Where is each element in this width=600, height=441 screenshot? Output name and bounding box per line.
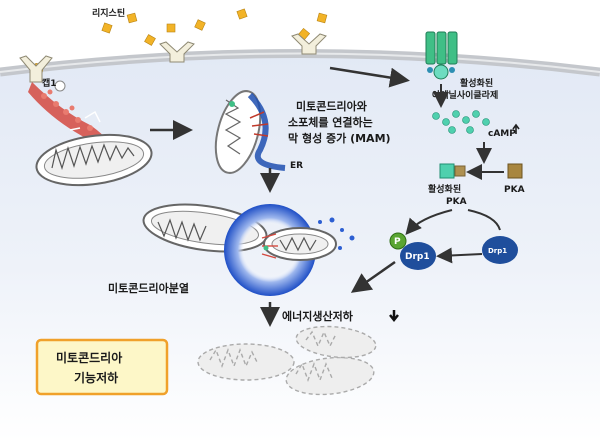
active-pka-line2: PKA — [446, 197, 467, 207]
result-line1: 미토콘드리아 — [56, 350, 122, 365]
camp-molecules — [432, 110, 490, 134]
phospho-label: P — [394, 237, 401, 247]
fission-label: 미토콘드리아분열 — [108, 281, 189, 295]
receptor-left — [19, 55, 53, 83]
faded-mitochondria — [197, 325, 377, 396]
drp1-unphosphorylated — [482, 236, 518, 264]
er-label: ER — [290, 161, 303, 171]
receptor-mid2 — [291, 33, 327, 55]
active-pka-line1: 활성화된 — [428, 183, 461, 195]
pka-to-drp1-arrow — [405, 209, 453, 236]
energy-label: 에너지생산저하 — [282, 309, 354, 323]
receptor-label: 캡1 — [42, 77, 57, 89]
drp1-right-label: Drp1 — [488, 247, 507, 255]
mam-label-line2: 소포체를 연결하는 — [288, 115, 373, 129]
ligand-label: 리지스틴 — [92, 7, 125, 19]
pka-label: PKA — [504, 185, 525, 195]
camp-label: cAMP — [488, 129, 516, 139]
mam-label-line1: 미토콘드리아와 — [296, 99, 367, 113]
drp1-left-label: Drp1 — [405, 252, 430, 262]
receptor-mid1 — [159, 41, 195, 63]
pka-inactive — [507, 163, 523, 179]
pka-active — [439, 163, 455, 179]
er-mitochondrion-contact — [214, 90, 286, 174]
result-line2: 기능저하 — [74, 370, 118, 385]
drp1-phosphorylated — [389, 232, 436, 270]
result-box — [35, 338, 169, 396]
camp-up-arrow — [512, 123, 520, 134]
mam-label-line3: 막 형성 증가 (MAM) — [288, 131, 391, 145]
mitochondrion-initial — [35, 133, 153, 187]
adenylyl-cyclase — [425, 31, 458, 80]
energy-down-arrow — [389, 310, 399, 323]
active-ac-line1: 활성화된 — [460, 77, 493, 89]
mitochondrion-fission — [142, 203, 355, 296]
